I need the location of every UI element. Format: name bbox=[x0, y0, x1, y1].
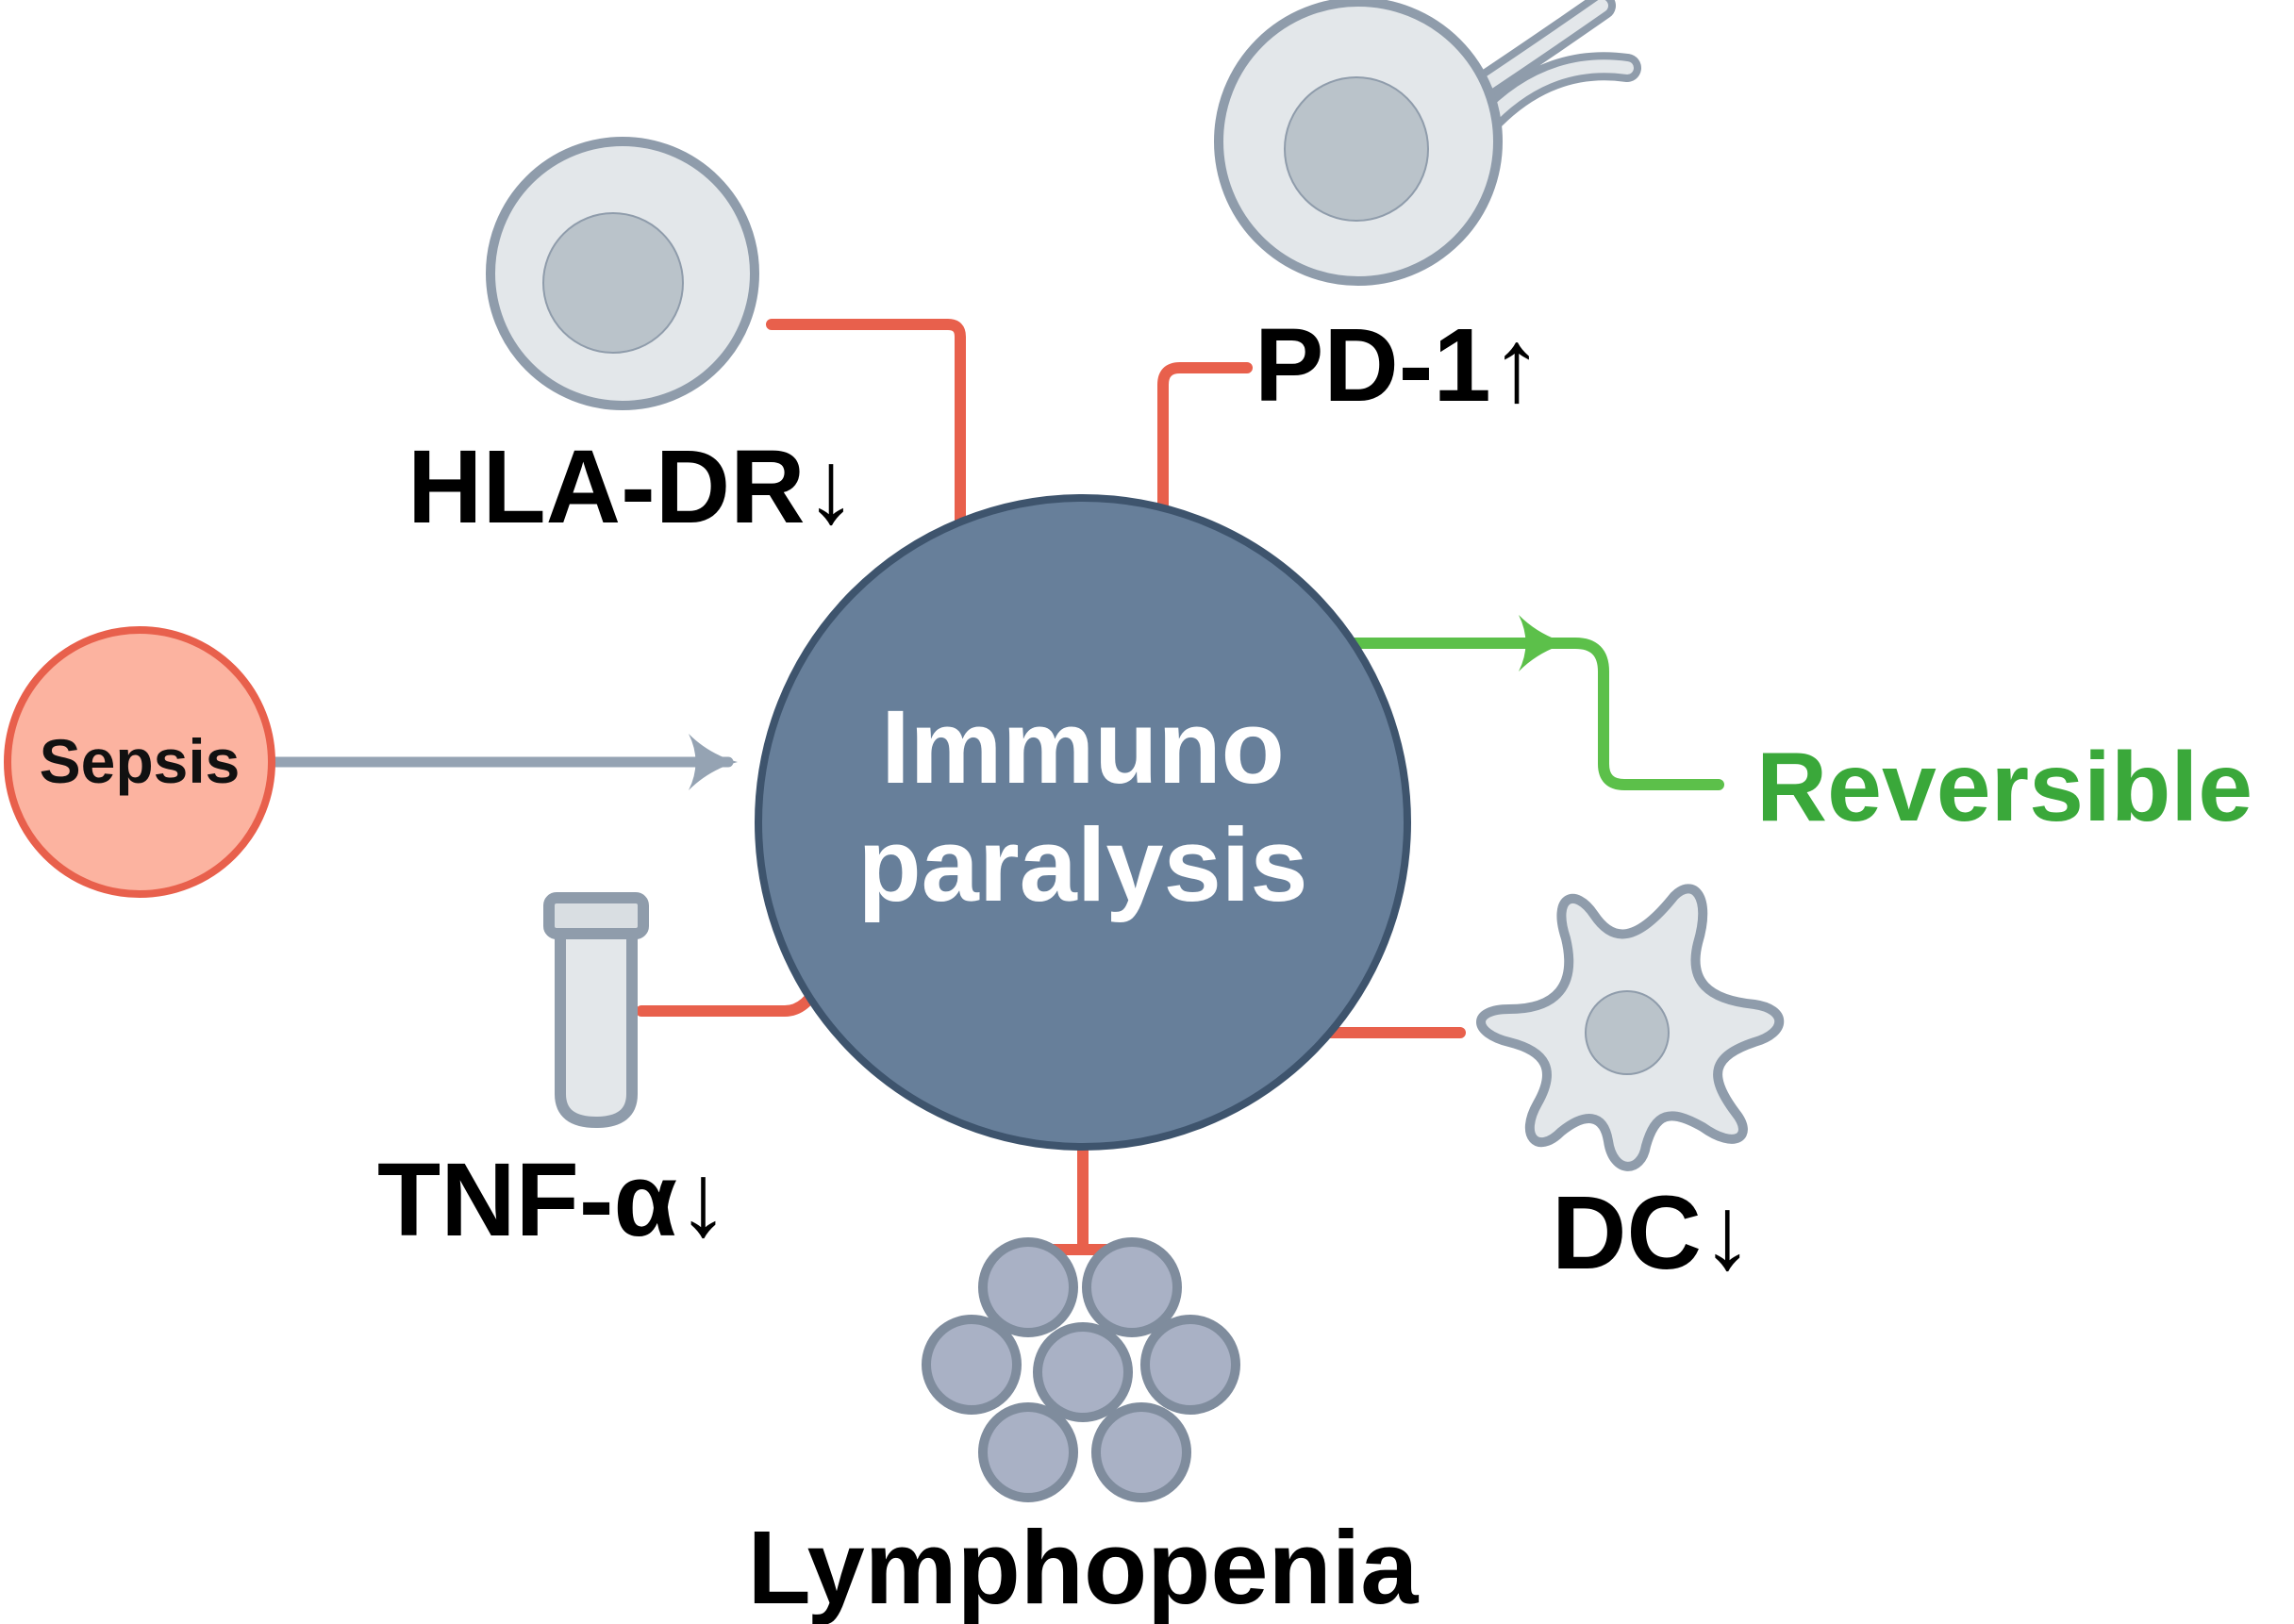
dendritic-cell-icon bbox=[1476, 884, 1785, 1171]
dc-label: DC↓ bbox=[1552, 1175, 1754, 1291]
test-tube-icon bbox=[543, 892, 649, 1128]
center-label-line1: Immuno bbox=[881, 689, 1285, 805]
center-label-line2: paralysis bbox=[857, 807, 1307, 923]
sepsis-node bbox=[4, 626, 275, 898]
tnf-connector bbox=[636, 975, 826, 1017]
reversible-connector bbox=[1336, 638, 1724, 790]
pd1-label: PD-1↑ bbox=[1255, 307, 1543, 423]
lymphocyte-cluster-icon bbox=[922, 1237, 1240, 1502]
pd1-cell-icon bbox=[1214, 0, 1641, 286]
hla-dr-connector bbox=[766, 319, 966, 600]
hla-dr-label: HLA-DR↓ bbox=[407, 429, 857, 545]
sepsis-arrowhead bbox=[689, 734, 738, 790]
hla-dr-cell-icon bbox=[486, 137, 759, 410]
reversible-arrowhead bbox=[1519, 615, 1568, 671]
lymphopenia-label: Lymphopenia bbox=[748, 1510, 1420, 1624]
sepsis-label: Sepsis bbox=[40, 726, 241, 796]
pd1-connector bbox=[1157, 362, 1253, 524]
reversible-label: Reversible bbox=[1756, 733, 2252, 842]
tnf-label: TNF-α↓ bbox=[377, 1142, 729, 1258]
center-node bbox=[755, 494, 1411, 1151]
